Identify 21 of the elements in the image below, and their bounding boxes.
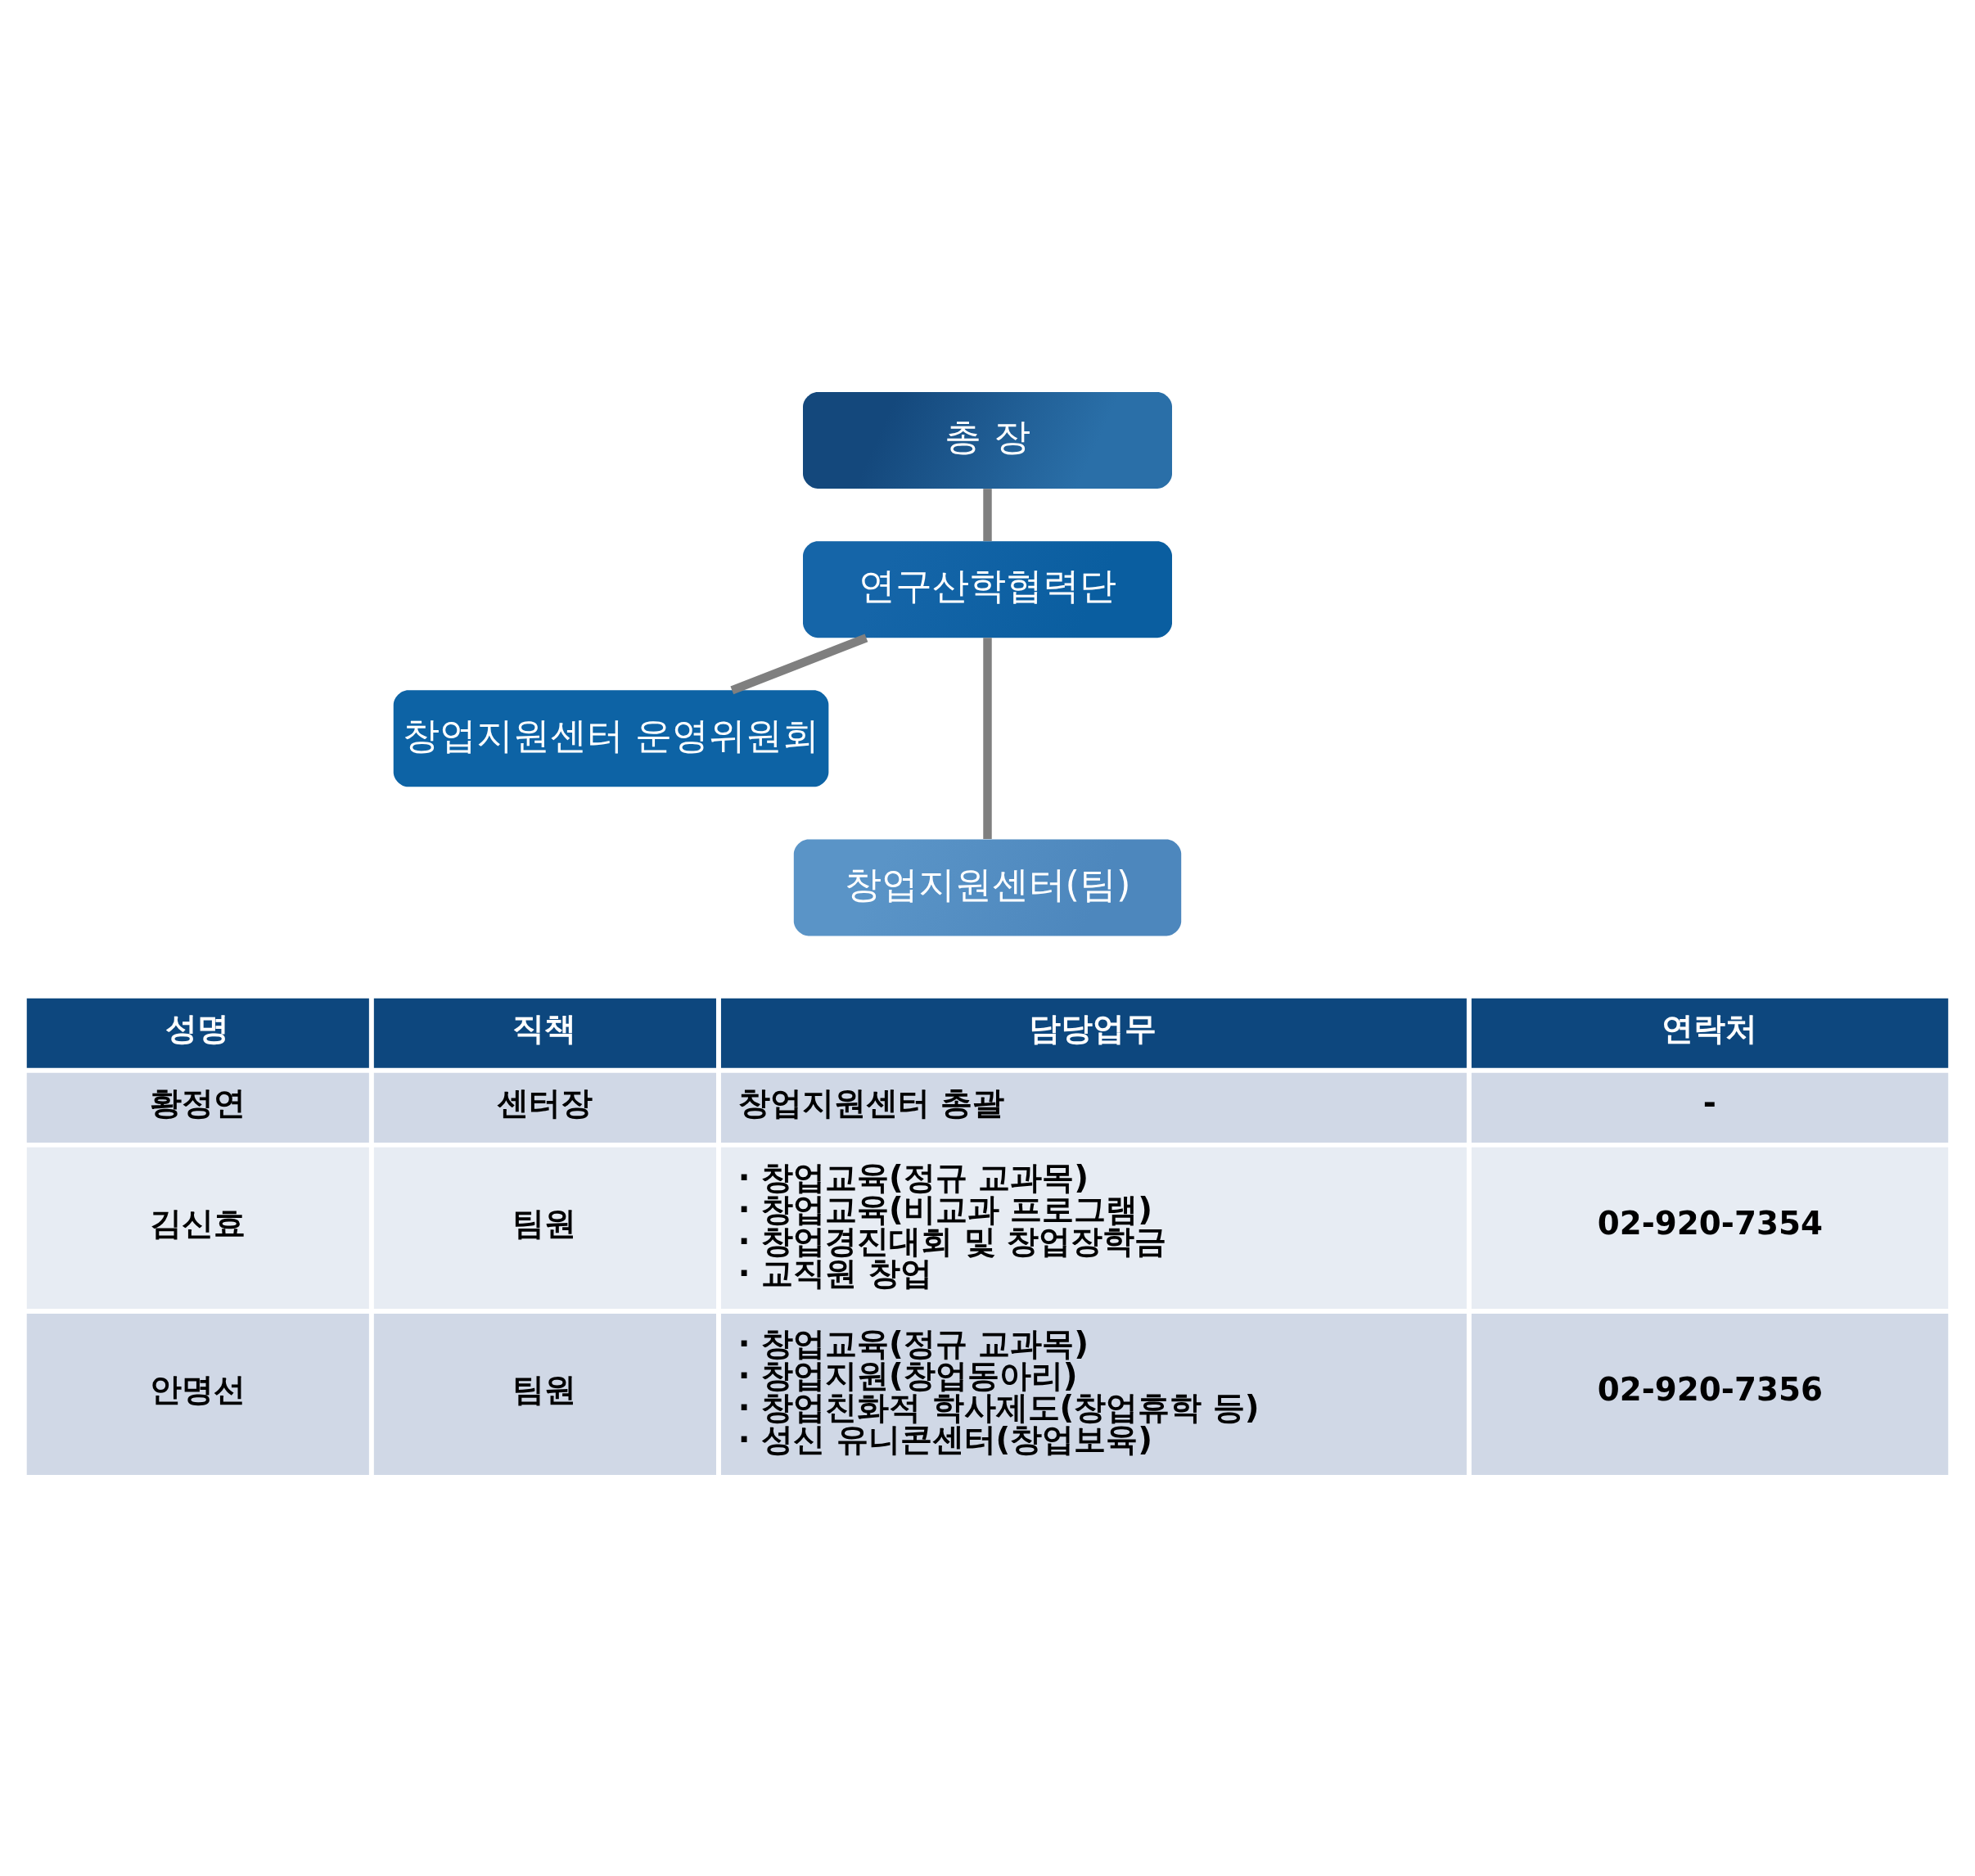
label: 담당업무	[1029, 1009, 1157, 1047]
node-box: 창업지원센터(팀)	[793, 839, 1182, 936]
label: 02-920-7354	[1597, 1204, 1823, 1242]
connector	[983, 488, 992, 541]
node-box: 창업지원센터 운영위원회	[393, 689, 829, 787]
label: 창업지원센터 총괄	[737, 1084, 1005, 1121]
label: 안명선	[149, 1370, 246, 1408]
label: 팀원	[512, 1204, 577, 1242]
label: 팀원	[512, 1370, 577, 1408]
node-box: 총 장	[803, 391, 1172, 489]
label: 김신효	[149, 1204, 246, 1242]
node-box: 연구산학협력단	[803, 540, 1172, 638]
connector	[730, 633, 868, 694]
connector	[983, 637, 992, 839]
label: 직책	[512, 1009, 577, 1047]
label: 성명	[165, 1009, 230, 1047]
label: 황정연	[149, 1084, 246, 1121]
label: -	[1702, 1084, 1716, 1121]
label: 02-920-7356	[1597, 1370, 1823, 1408]
label: 센터장	[496, 1084, 593, 1121]
label: 연락처	[1662, 1009, 1758, 1047]
